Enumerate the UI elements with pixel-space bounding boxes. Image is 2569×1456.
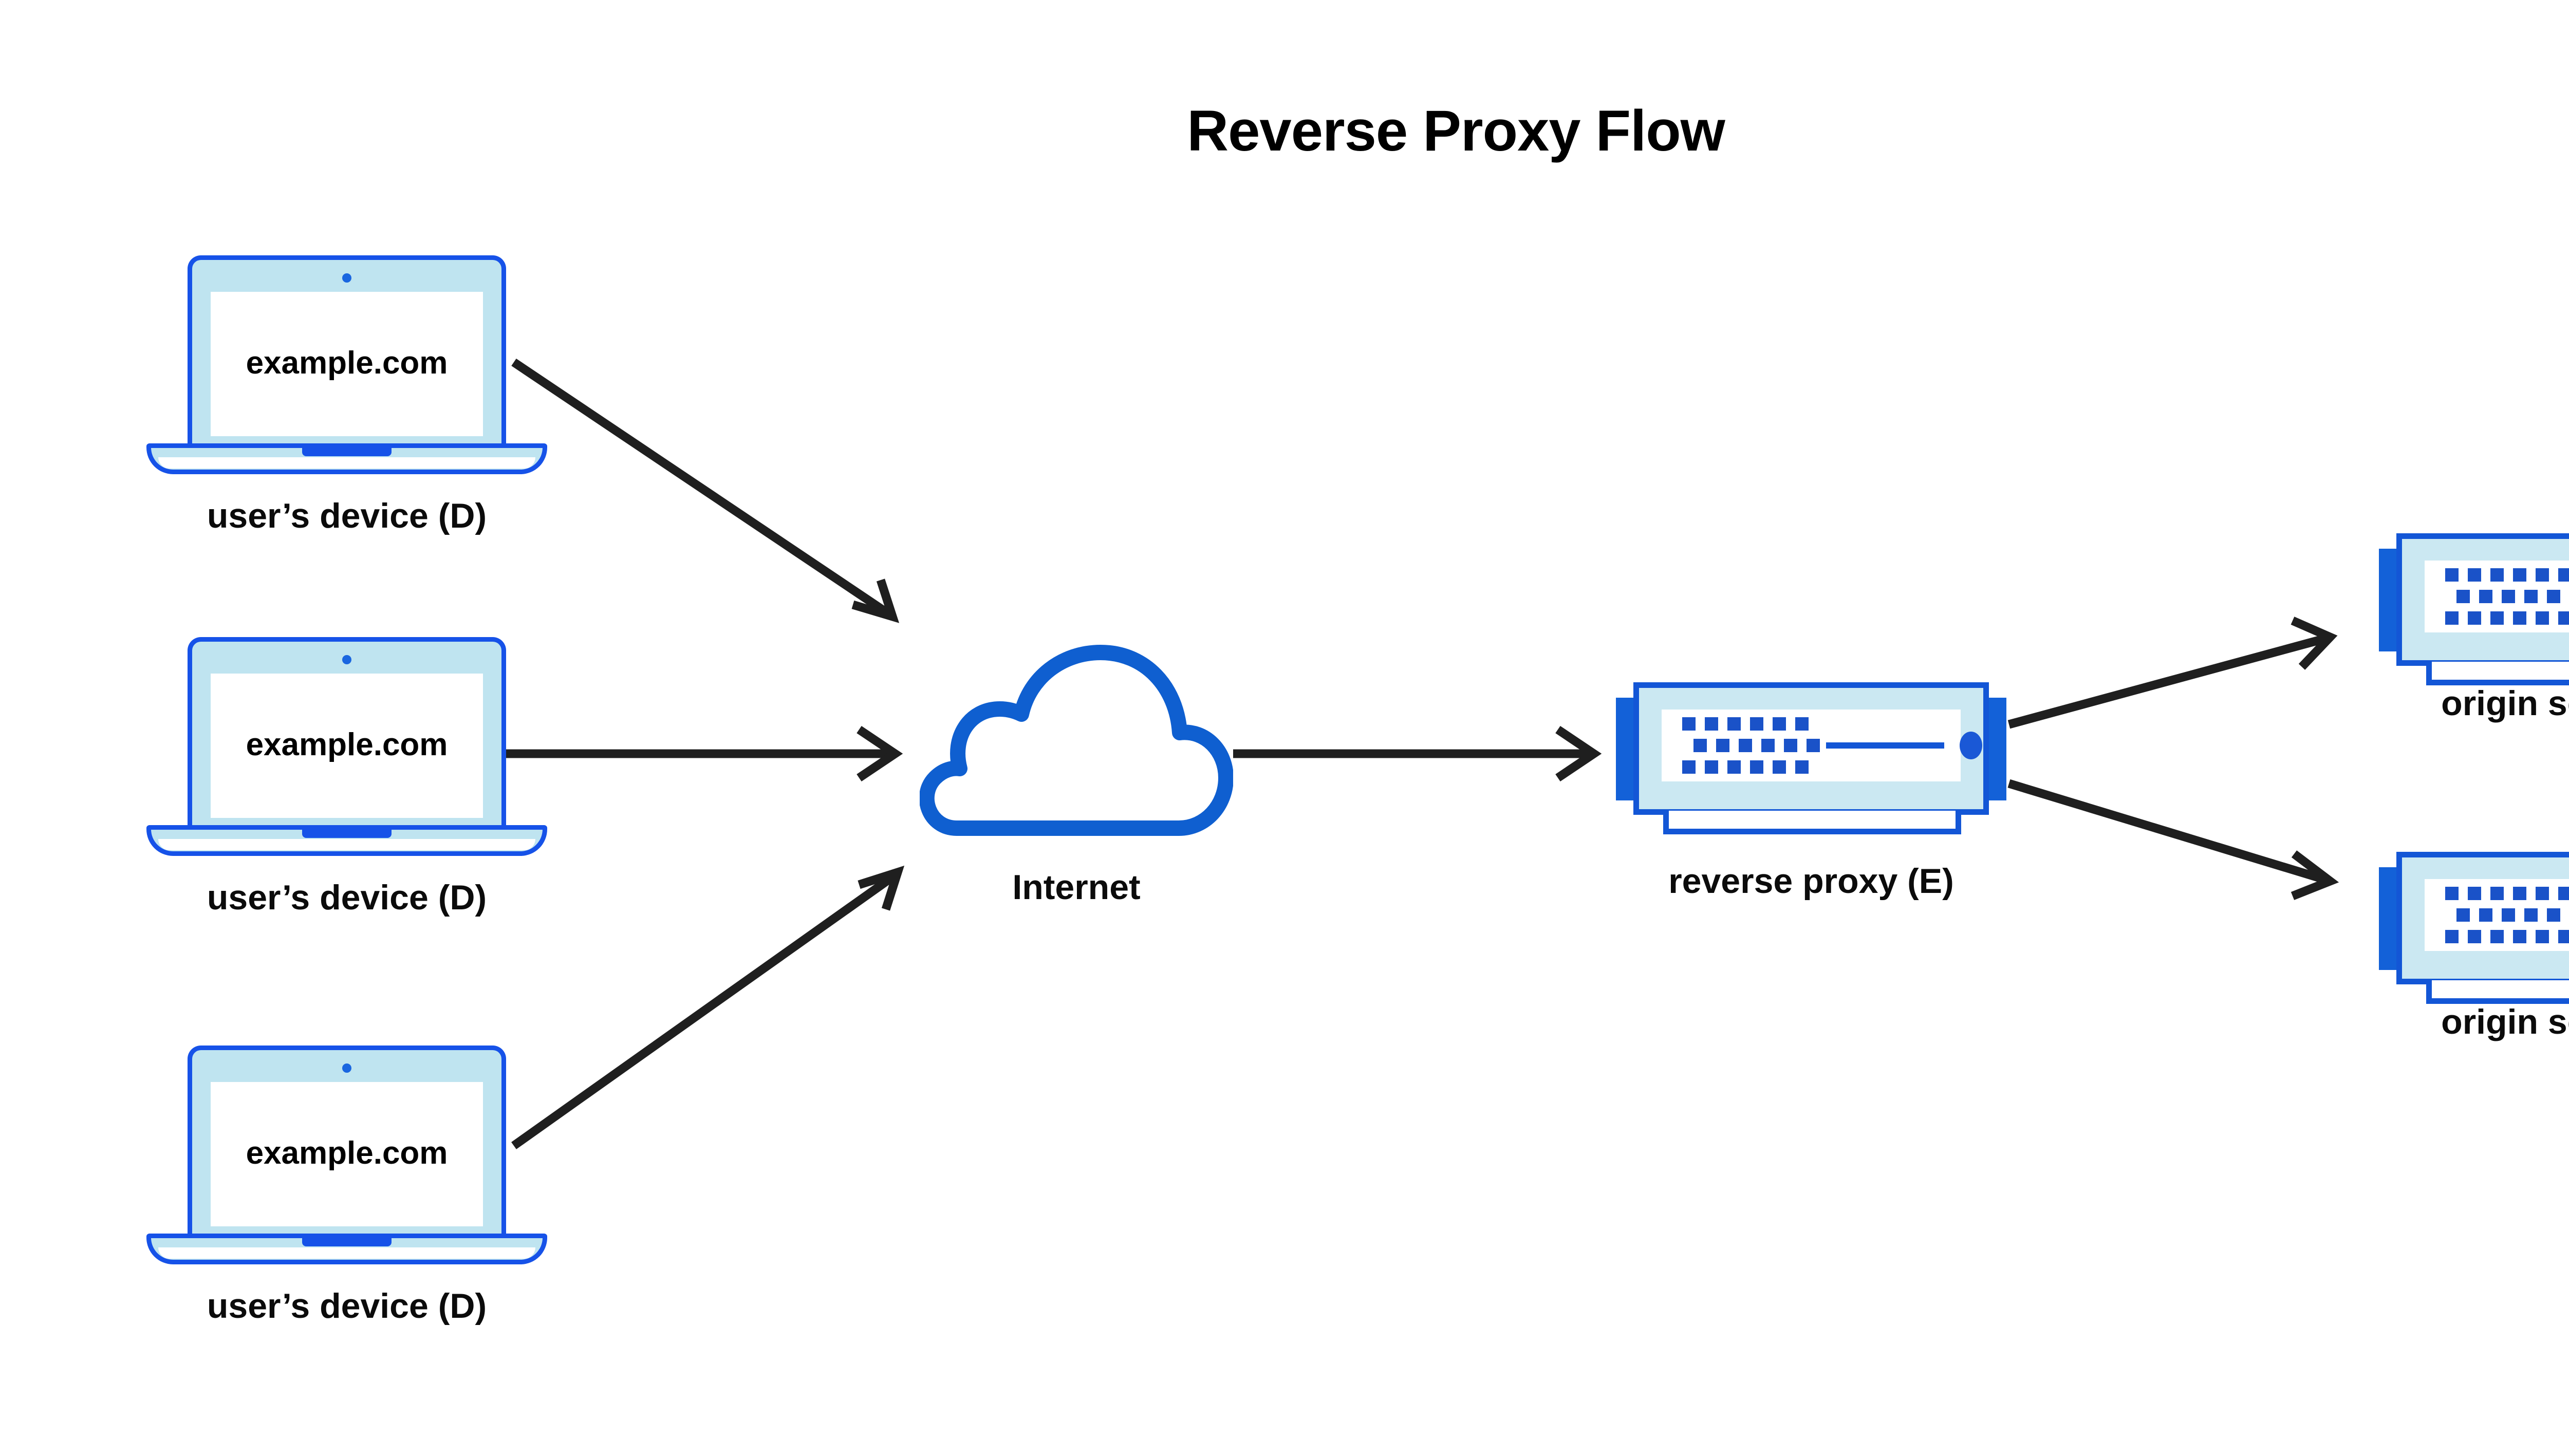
server-chassis — [2396, 533, 2569, 666]
server-chassis — [1633, 682, 1989, 815]
label-user-device-3: user’s device (D) — [207, 1286, 487, 1326]
laptop-screen: example.com — [211, 674, 483, 818]
screen-url-text: example.com — [246, 345, 448, 381]
server-status-bar — [1826, 742, 1944, 749]
laptop-lid: example.com — [188, 255, 506, 448]
server-face — [2425, 561, 2569, 632]
server-led-grid — [1682, 717, 1820, 774]
arrow-device3-to-internet — [511, 865, 905, 1149]
user-device-2[interactable]: example.com — [146, 637, 547, 858]
laptop-notch — [302, 830, 392, 838]
label-user-device-1: user’s device (D) — [207, 496, 487, 535]
page-title: Reverse Proxy Flow — [1187, 99, 1725, 163]
laptop-base-highlight — [158, 839, 535, 850]
laptop-base-highlight — [158, 457, 535, 469]
arrow-proxy-to-origin2 — [2007, 779, 2339, 900]
webcam-icon — [342, 273, 351, 283]
laptop-screen: example.com — [211, 292, 483, 436]
laptop-base-highlight — [158, 1247, 535, 1259]
arrow-device2-to-internet — [501, 725, 903, 782]
server-led-grid — [2445, 568, 2569, 625]
laptop-notch — [302, 1238, 392, 1246]
arrow-proxy-to-origin1 — [2007, 617, 2338, 729]
label-origin-server-2: origin server (F) — [2441, 1002, 2569, 1041]
origin-server-1[interactable] — [2379, 524, 2569, 688]
server-shelf — [2426, 662, 2569, 685]
server-power-led — [1960, 732, 1982, 759]
laptop-base — [146, 443, 547, 474]
server-chassis — [2396, 852, 2569, 984]
laptop-lid: example.com — [188, 637, 506, 830]
laptop-base — [146, 825, 547, 856]
server-face — [1662, 710, 1982, 781]
user-device-3[interactable]: example.com — [146, 1046, 547, 1266]
label-internet: Internet — [1012, 868, 1141, 907]
laptop-screen: example.com — [211, 1082, 483, 1226]
webcam-icon — [342, 1063, 351, 1073]
laptop-base — [146, 1234, 547, 1264]
label-reverse-proxy: reverse proxy (E) — [1668, 862, 1954, 901]
laptop-lid: example.com — [188, 1046, 506, 1238]
arrow-internet-to-proxy — [1233, 725, 1602, 782]
label-origin-server-1: origin server (F) — [2441, 684, 2569, 723]
origin-server-2[interactable] — [2379, 843, 2569, 1007]
user-device-1[interactable]: example.com — [146, 255, 547, 476]
arrow-device1-to-internet — [511, 358, 900, 623]
server-shelf — [2426, 980, 2569, 1004]
internet-cloud-icon[interactable] — [920, 632, 1233, 837]
screen-url-text: example.com — [246, 726, 448, 762]
reverse-proxy-server[interactable] — [1616, 673, 2006, 837]
webcam-icon — [342, 655, 351, 664]
server-face — [2425, 879, 2569, 951]
server-led-grid — [2445, 887, 2569, 943]
label-user-device-2: user’s device (D) — [207, 878, 487, 917]
screen-url-text: example.com — [246, 1135, 448, 1171]
laptop-notch — [302, 448, 392, 456]
server-shelf — [1663, 811, 1961, 834]
